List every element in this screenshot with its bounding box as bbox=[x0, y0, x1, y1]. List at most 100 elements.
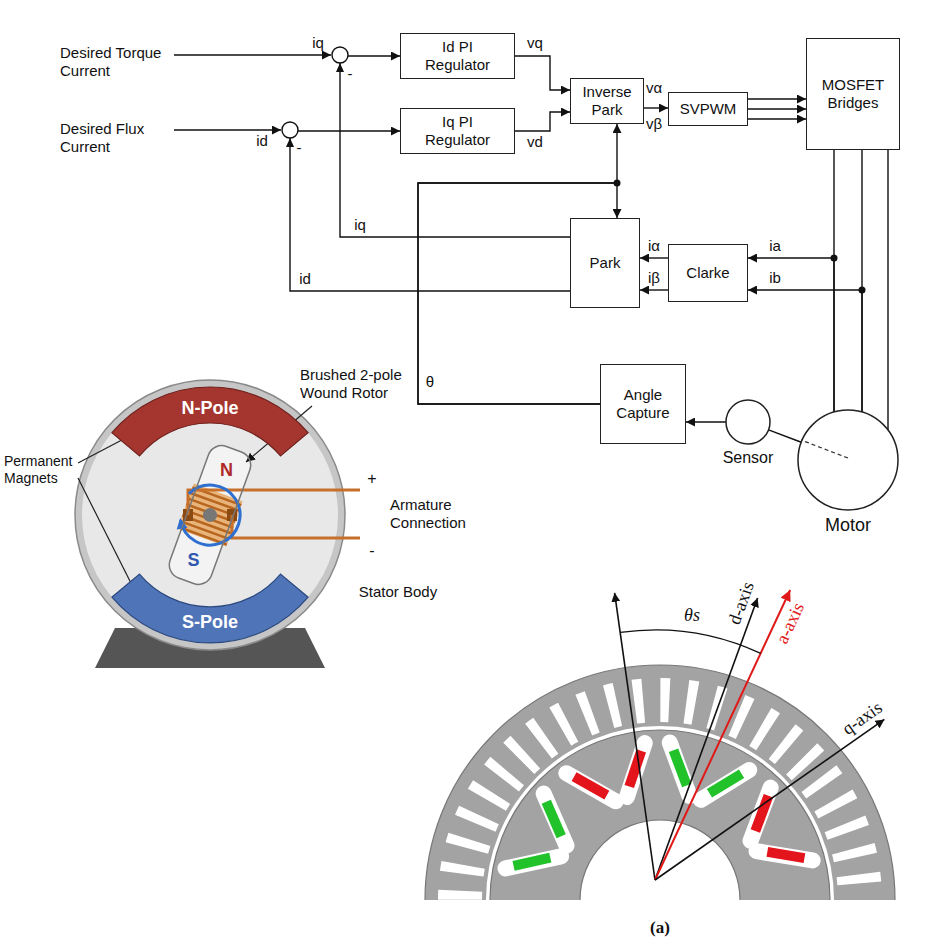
signal-arrow bbox=[644, 107, 668, 108]
signal-arrow bbox=[748, 118, 806, 119]
magnet-pole bbox=[112, 387, 308, 456]
signal-arrow bbox=[340, 56, 570, 237]
wire bbox=[769, 430, 802, 442]
signal-name: ib bbox=[769, 269, 781, 287]
rotor-hub bbox=[201, 506, 219, 524]
signal-name: iα bbox=[648, 237, 660, 255]
reference-arrow bbox=[174, 54, 331, 55]
signal-name: vd bbox=[527, 133, 543, 151]
reference-arrow bbox=[174, 129, 281, 130]
wire bbox=[887, 150, 888, 430]
sign-symbol: - bbox=[348, 65, 353, 83]
part-name: Armature Connection bbox=[390, 496, 482, 532]
node-outline bbox=[112, 574, 308, 643]
signal-arrow bbox=[748, 108, 806, 109]
magnet-pair bbox=[505, 794, 582, 889]
signal-arrow bbox=[748, 290, 862, 412]
node-outline bbox=[112, 387, 308, 456]
motor-circle: Motor bbox=[791, 408, 905, 536]
angle-symbol: θs bbox=[684, 604, 700, 626]
air-gap bbox=[486, 726, 834, 900]
box-text: Clarke bbox=[686, 264, 729, 282]
box-text: SVPWM bbox=[680, 100, 737, 118]
magnet-slot bbox=[566, 743, 660, 814]
magnet-pole: N-Pole bbox=[112, 387, 308, 456]
angle-arc bbox=[620, 630, 761, 653]
stator-body bbox=[82, 387, 338, 643]
pole-name: S-Pole bbox=[182, 612, 238, 633]
box-text: Inverse Park bbox=[576, 83, 638, 119]
box-text: Angle Capture bbox=[606, 386, 680, 422]
rotor-core bbox=[165, 442, 254, 589]
pi-regulator-box: Iq PI Regulator bbox=[400, 108, 515, 154]
axis-name: d-axis bbox=[723, 579, 759, 628]
signal-name: vβ bbox=[646, 115, 662, 133]
signal-arrow bbox=[640, 289, 668, 290]
transform-box: Park bbox=[570, 218, 640, 308]
armature-wire bbox=[232, 515, 360, 538]
subfigure-tag: (a) bbox=[650, 918, 670, 938]
wound-rotor: NS bbox=[165, 441, 255, 589]
node-outline bbox=[791, 408, 905, 512]
input-label: Desired Torque Current bbox=[60, 44, 168, 80]
terminal-sign: + bbox=[367, 469, 376, 488]
terminal-sign: - bbox=[369, 541, 374, 560]
signal-name: vα bbox=[646, 79, 662, 97]
signal-name: vq bbox=[527, 34, 543, 52]
transform-box: Clarke bbox=[668, 244, 748, 302]
rotor-core bbox=[490, 730, 830, 900]
node-caption: Motor bbox=[791, 514, 905, 536]
pole-letter: S bbox=[188, 550, 200, 571]
magnet-slot bbox=[733, 788, 813, 883]
box-text: MOSFET Bridges bbox=[812, 76, 894, 112]
sensor-circle: Sensor bbox=[716, 398, 780, 467]
box-text: Iq PI Regulator bbox=[413, 113, 503, 149]
signal-arrow bbox=[290, 131, 570, 291]
signal-name: id bbox=[299, 270, 311, 288]
signal-arrow bbox=[748, 98, 806, 99]
magnet-bar bbox=[743, 796, 804, 873]
summing-junction bbox=[332, 47, 348, 63]
angle-capture-box: Angle Capture bbox=[600, 364, 686, 444]
magnet-pole: S-Pole bbox=[112, 574, 308, 643]
d-axis-line bbox=[655, 598, 758, 880]
part-name: Permanent Magnets bbox=[4, 453, 74, 487]
signal-arrow bbox=[515, 112, 570, 131]
armature-wire bbox=[188, 490, 360, 515]
node-outline bbox=[165, 441, 255, 589]
box-text: Park bbox=[590, 254, 621, 272]
rotation-arrow bbox=[181, 485, 241, 545]
part-name: Brushed 2-pole Wound Rotor bbox=[300, 366, 406, 402]
sensor-circle bbox=[726, 400, 770, 444]
inverter-box: MOSFET Bridges bbox=[806, 38, 900, 150]
node-caption: Sensor bbox=[716, 448, 780, 467]
pole-name: N-Pole bbox=[181, 398, 238, 419]
input-label: Desired Flux Current bbox=[60, 120, 168, 156]
reference-axis bbox=[615, 593, 655, 880]
magnet-pair bbox=[733, 788, 813, 883]
magnet-pair bbox=[566, 743, 660, 814]
stator-body bbox=[75, 380, 345, 650]
signal-name: ia bbox=[769, 237, 781, 255]
transform-box: Inverse Park bbox=[570, 78, 644, 124]
junction-dot bbox=[859, 287, 866, 294]
signal-arrow bbox=[640, 257, 668, 258]
axis-name: q-axis bbox=[838, 696, 887, 739]
signal-arrow bbox=[686, 421, 726, 422]
feedback-arrowhead bbox=[286, 138, 294, 147]
signal-name: iβ bbox=[648, 269, 660, 287]
box-text: Id PI Regulator bbox=[413, 38, 503, 74]
part-name: Stator Body bbox=[359, 583, 437, 601]
leader-line bbox=[78, 478, 139, 599]
signal-name: id bbox=[256, 132, 268, 150]
q-axis-line bbox=[655, 719, 884, 880]
a-axis-line bbox=[655, 590, 790, 880]
node-outline bbox=[716, 398, 780, 446]
sign-symbol: - bbox=[297, 139, 302, 157]
summing-junction bbox=[282, 122, 298, 138]
motor-circle bbox=[798, 410, 898, 510]
pi-regulator-box: Id PI Regulator bbox=[400, 33, 515, 79]
rotor-body bbox=[162, 440, 259, 589]
wound-rotor bbox=[165, 442, 254, 589]
